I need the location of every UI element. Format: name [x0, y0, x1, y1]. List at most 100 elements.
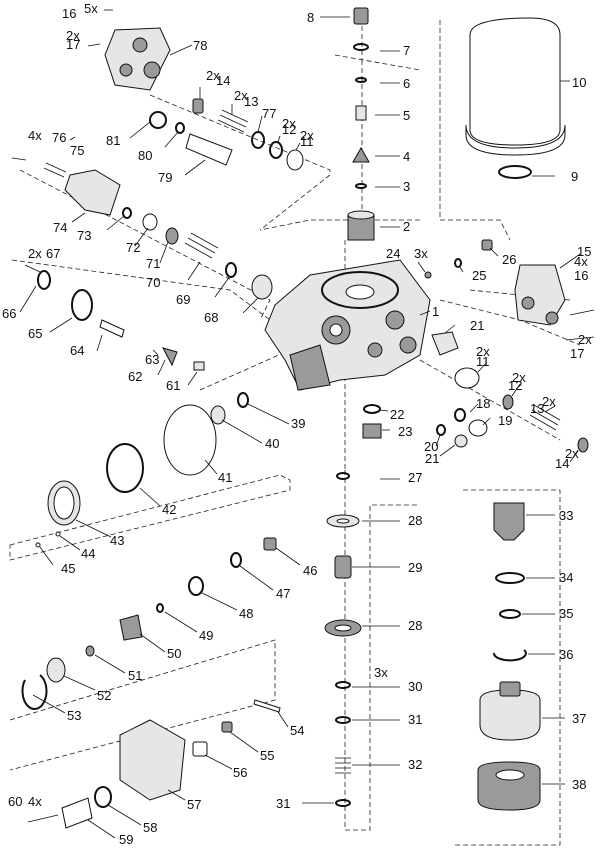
- callout-number: 66: [2, 306, 16, 321]
- desiccant-cartridge-illustration: [465, 17, 566, 179]
- callout-number: 39: [291, 416, 305, 431]
- callout-number: 4: [403, 149, 410, 164]
- callout-number: 43: [110, 533, 124, 548]
- callout-number: 27: [408, 470, 422, 485]
- callout-number: 9: [571, 169, 578, 184]
- callout-number: 64: [70, 343, 84, 358]
- callout-number: 28: [408, 513, 422, 528]
- callout-number: 21: [470, 318, 484, 333]
- callout-number: 38: [572, 777, 586, 792]
- callout-number: 69: [176, 292, 190, 307]
- callout-number: 67: [46, 246, 60, 261]
- callout-number: 72: [126, 240, 140, 255]
- callout-number: 65: [28, 326, 42, 341]
- callout-quantity: 2x: [578, 332, 592, 347]
- callout-number: 71: [146, 256, 160, 271]
- callout-number: 56: [233, 765, 247, 780]
- callout-number: 6: [403, 76, 410, 91]
- upper-left-parts: [11, 27, 304, 371]
- callout-number: 46: [303, 563, 317, 578]
- callout-number: 25: [472, 268, 486, 283]
- callout-quantity: 2x: [206, 68, 220, 83]
- callout-number: 22: [390, 407, 404, 422]
- callout-number: 79: [158, 170, 172, 185]
- callout-number: 50: [167, 646, 181, 661]
- callout-quantity: 2x: [300, 128, 314, 143]
- callout-quantity: 2x: [542, 394, 556, 409]
- callout-quantity: 2x: [512, 370, 526, 385]
- callout-quantity: 2x: [282, 116, 296, 131]
- callout-number: 68: [204, 310, 218, 325]
- callout-quantity: 2x: [476, 344, 490, 359]
- callout-number: 78: [193, 38, 207, 53]
- callout-quantity: 2x: [28, 246, 42, 261]
- callout-number: 44: [81, 546, 95, 561]
- callout-number: 60: [8, 794, 22, 809]
- callout-number: 59: [119, 832, 133, 847]
- callout-number: 36: [559, 647, 573, 662]
- callout-number: 52: [97, 688, 111, 703]
- callout-number: 61: [166, 378, 180, 393]
- callout-number: 63: [145, 352, 159, 367]
- callout-number: 76: [52, 130, 66, 145]
- callout-number: 17: [570, 346, 584, 361]
- callout-number: 17: [66, 37, 80, 52]
- callout-number: 33: [559, 508, 573, 523]
- callout-number: 1: [432, 304, 439, 319]
- callout-number: 18: [476, 396, 490, 411]
- callout-number: 8: [307, 10, 314, 25]
- callout-number: 41: [218, 470, 232, 485]
- callout-number: 40: [265, 436, 279, 451]
- callout-number: 53: [67, 708, 81, 723]
- center-stack-parts: [347, 7, 375, 241]
- callout-quantity: 4x: [28, 794, 42, 809]
- callout-number: 28: [408, 618, 422, 633]
- callout-number: 34: [559, 570, 573, 585]
- callout-number: 3: [403, 179, 410, 194]
- callout-number: 74: [53, 220, 67, 235]
- callout-number: 15: [577, 244, 591, 259]
- callout-quantity: 3x: [414, 246, 428, 261]
- callout-quantity: 2x: [234, 88, 248, 103]
- callout-number: 14: [216, 73, 230, 88]
- callout-number: 26: [502, 252, 516, 267]
- callout-number: 31: [276, 796, 290, 811]
- callout-number: 77: [262, 106, 276, 121]
- callout-number: 57: [187, 797, 201, 812]
- callout-number: 35: [559, 606, 573, 621]
- callout-number: 80: [138, 148, 152, 163]
- callout-number: 81: [106, 133, 120, 148]
- callout-number: 58: [143, 820, 157, 835]
- callout-number: 30: [408, 679, 422, 694]
- callout-number: 54: [290, 723, 304, 738]
- callout-number: 62: [128, 369, 142, 384]
- callout-number: 5: [403, 108, 410, 123]
- callout-number: 14: [555, 456, 569, 471]
- callout-number: 19: [498, 413, 512, 428]
- callout-quantity: 3x: [374, 665, 388, 680]
- callout-number: 47: [276, 586, 290, 601]
- callout-number: 11: [476, 354, 490, 369]
- callout-number: 7: [403, 43, 410, 58]
- callout-number: 12: [282, 122, 296, 137]
- valve-body-illustration: [264, 259, 431, 391]
- callout-number: 73: [77, 228, 91, 243]
- callout-number: 55: [260, 748, 274, 763]
- callout-quantity: 4x: [574, 254, 588, 269]
- callout-quantity: 2x: [565, 446, 579, 461]
- callout-number: 51: [128, 668, 142, 683]
- callout-number: 12: [508, 378, 522, 393]
- callout-number: 2: [403, 219, 410, 234]
- callout-number: 23: [398, 424, 412, 439]
- callout-number: 13: [244, 94, 258, 109]
- callout-number: 75: [70, 143, 84, 158]
- callout-number: 45: [61, 561, 75, 576]
- callout-number: 24: [386, 246, 400, 261]
- callout-number: 16: [574, 268, 588, 283]
- callout-number: 21: [425, 451, 439, 466]
- callout-number: 48: [239, 606, 253, 621]
- right-stack-parts: [477, 502, 541, 811]
- callout-number: 49: [199, 628, 213, 643]
